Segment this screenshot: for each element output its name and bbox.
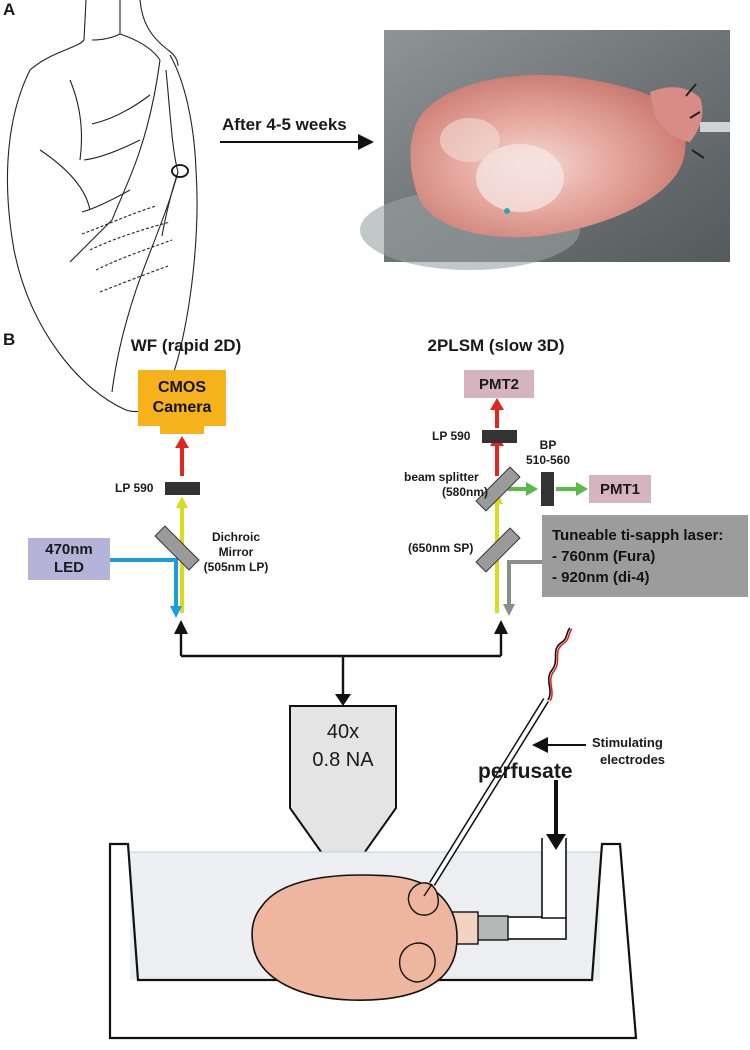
bp-label: BP 510-560 (526, 438, 570, 468)
tplsm-gray-laser (507, 560, 542, 606)
beam-splitter-label: beam splitter (580nm) (404, 470, 488, 500)
tplsm-sp-mirror (475, 527, 521, 573)
tplsm-lp590-filter (482, 430, 517, 443)
heart-photograph (360, 30, 730, 270)
wf-dichroic-mirror (154, 525, 200, 571)
wf-red-arrowhead (175, 436, 189, 448)
tplsm-gray-arrowhead (503, 604, 515, 616)
cannula-tube (505, 916, 567, 940)
electrodes-line-2: electrodes (600, 752, 666, 767)
dichroic-line-2: Mirror (218, 545, 254, 559)
electrodes-label: Stimulating electrodes (592, 734, 665, 768)
bp-line-1: BP (539, 438, 557, 452)
tplsm-lp590-label: LP 590 (432, 429, 471, 443)
stimulating-electrode (423, 627, 573, 897)
tplsm-beam-splitter (475, 466, 521, 512)
perfusate-label: perfusate (478, 760, 573, 783)
beam-splitter-line-2: (580nm) (442, 485, 489, 499)
camera-mount (160, 426, 204, 434)
bath-heart-atrium-bottom (398, 942, 436, 983)
objective-line-1: 40x (326, 721, 360, 743)
led-line-1: 470nm (45, 541, 93, 558)
wf-lp590-filter (165, 482, 200, 495)
dichroic-line-1: Dichroic (211, 530, 260, 544)
tplsm-title: 2PLSM (slow 3D) (427, 336, 565, 355)
perfusion-arrowhead (546, 834, 566, 850)
led-line-2: LED (54, 559, 84, 576)
optical-path-connector (179, 628, 503, 694)
wf-blue-arrowhead (170, 606, 182, 618)
tplsm-green-arrowhead-2 (576, 482, 588, 496)
tplsm-green-arrowhead-1 (526, 482, 538, 496)
ligation-site-circle (171, 164, 189, 178)
dichroic-line-3: (505nm LP) (203, 560, 269, 574)
time-arrow-label: After 4-5 weeks (222, 115, 347, 134)
bp-line-2: 510-560 (525, 453, 571, 467)
panel-b-letter: B (3, 330, 16, 349)
laser-line-3: - 920nm (di-4) (552, 568, 650, 586)
wf-title: WF (rapid 2D) (130, 336, 242, 355)
wf-blue-excitation (110, 558, 178, 608)
panel-a-letter: A (3, 0, 16, 19)
pmt2-box: PMT2 (464, 370, 534, 398)
tplsm-bp-filter (541, 472, 554, 506)
cmos-camera-line-1: CMOS (158, 379, 206, 396)
cannula-gray-segment (475, 915, 509, 941)
pmt1-box: PMT1 (589, 475, 651, 503)
beam-splitter-line-1: beam splitter (404, 470, 479, 484)
tplsm-up-arrowhead (494, 620, 508, 634)
tplsm-red-arrowhead-upper (490, 398, 504, 410)
objective-line-2: 0.8 NA (312, 749, 374, 771)
objective-arrowhead (335, 694, 351, 706)
bath-chamber (108, 842, 638, 1040)
electrodes-line-1: Stimulating (592, 735, 663, 750)
heart-line-drawing (6, 0, 198, 412)
laser-box: Tuneable ti-sapph laser: - 760nm (Fura) … (542, 515, 748, 597)
laser-line-2: - 760nm (Fura) (552, 547, 656, 565)
dichroic-mirror-label: Dichroic Mirror (505nm LP) (204, 530, 269, 575)
objective-label: 40x 0.8 NA (312, 718, 373, 774)
bath-heart-atrium-top (407, 882, 439, 916)
cmos-camera-box: CMOS Camera (138, 370, 226, 426)
wf-up-arrowhead (174, 620, 188, 634)
laser-line-1: Tuneable ti-sapph laser: (552, 526, 724, 544)
perfusion-line (541, 838, 567, 919)
led-box: 470nm LED (28, 538, 110, 580)
sp-mirror-label: (650nm SP) (408, 541, 474, 555)
wf-lp590-label: LP 590 (115, 481, 154, 495)
wf-yellow-arrowhead (176, 496, 188, 508)
cmos-camera-line-2: Camera (152, 399, 212, 416)
